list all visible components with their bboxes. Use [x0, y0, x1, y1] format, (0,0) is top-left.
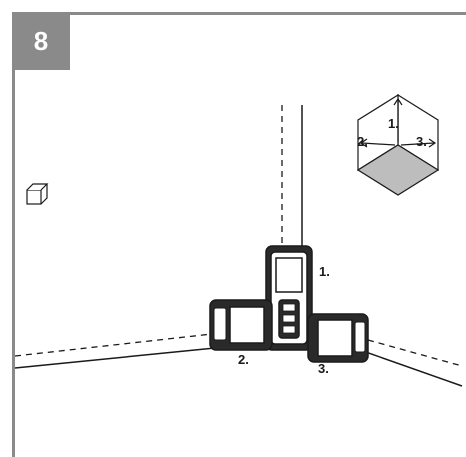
device-3: [307, 313, 369, 363]
cube-arrows: [359, 97, 437, 148]
cube-legend: [356, 93, 440, 196]
device-label-3: 3.: [318, 361, 329, 376]
frame-top-bar: [12, 12, 466, 15]
cube-label-left: 2.: [357, 134, 368, 149]
floor-edge-right: [359, 349, 463, 387]
cube-label-top: 1.: [388, 116, 399, 131]
frame-left-bar: [12, 12, 15, 457]
device-2: [209, 299, 273, 351]
laser-line-right: [367, 339, 463, 367]
room-edges: [14, 105, 463, 387]
cube-label-right: 3.: [416, 134, 427, 149]
cube-face-bottom: [356, 144, 440, 196]
step-number-badge: 8: [12, 12, 70, 70]
device-1: [265, 245, 313, 351]
device-label-1: 1.: [319, 264, 330, 279]
laser-line-left: [14, 333, 213, 357]
floor-edge-left: [14, 347, 216, 369]
device-label-2: 2.: [238, 352, 249, 367]
laser-lines: [14, 105, 463, 367]
box-icon: [26, 183, 49, 205]
